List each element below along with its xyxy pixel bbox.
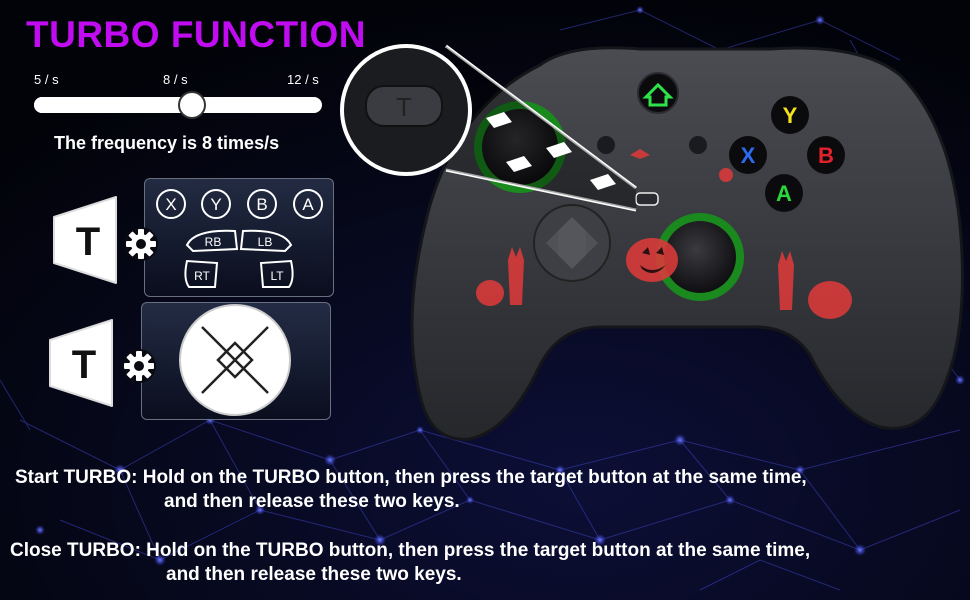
home-button[interactable] bbox=[637, 72, 679, 114]
dpad-icon[interactable] bbox=[142, 303, 330, 419]
pumpkin-face bbox=[640, 247, 666, 273]
y-face-label: Y bbox=[783, 103, 798, 128]
x-face-button[interactable] bbox=[729, 136, 767, 174]
b-face-label: B bbox=[818, 143, 834, 168]
face-shoulder-panel: X Y B A RB LB RT LT bbox=[144, 178, 334, 297]
lt-label: LT bbox=[270, 269, 284, 283]
turbo-key-icon: T bbox=[53, 196, 117, 284]
controller-dpad-icon[interactable] bbox=[533, 204, 611, 282]
halloween-decoration bbox=[476, 149, 852, 319]
close-line-2: and then release these two keys. bbox=[166, 564, 462, 585]
home-icon bbox=[642, 82, 674, 107]
menu-button[interactable] bbox=[689, 136, 707, 154]
x-button-label: X bbox=[165, 195, 176, 214]
gear-icon bbox=[122, 349, 156, 383]
turbo-zoom-callout: T bbox=[340, 44, 637, 212]
view-button[interactable] bbox=[597, 136, 615, 154]
close-turbo-instruction: Close TURBO: Hold on the TURBO button, t… bbox=[10, 539, 810, 587]
a-face-button[interactable] bbox=[765, 174, 803, 212]
slider-tick-min: 5 / s bbox=[34, 72, 59, 87]
rb-button-icon[interactable] bbox=[185, 229, 239, 253]
slider-tick-max: 12 / s bbox=[287, 72, 319, 87]
close-line-1: Close TURBO: Hold on the TURBO button, t… bbox=[10, 540, 811, 561]
rt-button-icon[interactable] bbox=[184, 259, 219, 288]
start-line-2: and then release these two keys. bbox=[164, 491, 460, 512]
b-button-label: B bbox=[256, 195, 267, 214]
dpad-panel bbox=[141, 302, 331, 420]
button-map-diagram: X Y B A RB LB RT LT bbox=[156, 189, 323, 288]
lb-label: LB bbox=[258, 235, 273, 249]
controller-image: Y X B A bbox=[410, 46, 964, 441]
a-face-label: A bbox=[776, 181, 792, 206]
a-button-icon[interactable] bbox=[293, 189, 323, 219]
frequency-caption: The frequency is 8 times/s bbox=[54, 133, 280, 153]
start-turbo-instruction: Start TURBO: Hold on the TURBO button, t… bbox=[15, 466, 807, 514]
turbo-key-icon: T bbox=[49, 319, 113, 407]
x-button-icon[interactable] bbox=[156, 189, 186, 219]
y-face-button[interactable] bbox=[771, 96, 809, 134]
y-button-icon[interactable] bbox=[201, 189, 231, 219]
b-button-icon[interactable] bbox=[247, 189, 277, 219]
x-face-label: X bbox=[741, 143, 756, 168]
lb-button-icon[interactable] bbox=[239, 229, 293, 253]
page-title: TURBO FUNCTION bbox=[26, 14, 366, 55]
zoom-turbo-label: T bbox=[396, 92, 412, 122]
lt-button-icon[interactable] bbox=[259, 259, 294, 288]
y-button-label: Y bbox=[210, 195, 221, 214]
slider-tick-mid: 8 / s bbox=[163, 72, 188, 87]
left-stick-icon[interactable] bbox=[482, 109, 558, 185]
rt-label: RT bbox=[194, 269, 210, 283]
rocket-icons bbox=[486, 112, 616, 190]
turbo-button[interactable] bbox=[635, 192, 659, 206]
right-stick-icon[interactable] bbox=[664, 221, 736, 293]
turbo-key-label: T bbox=[72, 343, 96, 387]
slider-fill bbox=[34, 97, 192, 113]
start-line-1: Start TURBO: Hold on the TURBO button, t… bbox=[15, 467, 807, 488]
gear-icon bbox=[124, 227, 158, 261]
b-face-button[interactable] bbox=[807, 136, 845, 174]
slider-thumb[interactable] bbox=[178, 91, 206, 119]
a-button-label: A bbox=[302, 195, 314, 214]
slider-track[interactable] bbox=[34, 91, 322, 119]
turbo-key-label: T bbox=[76, 220, 100, 264]
rb-label: RB bbox=[205, 235, 222, 249]
